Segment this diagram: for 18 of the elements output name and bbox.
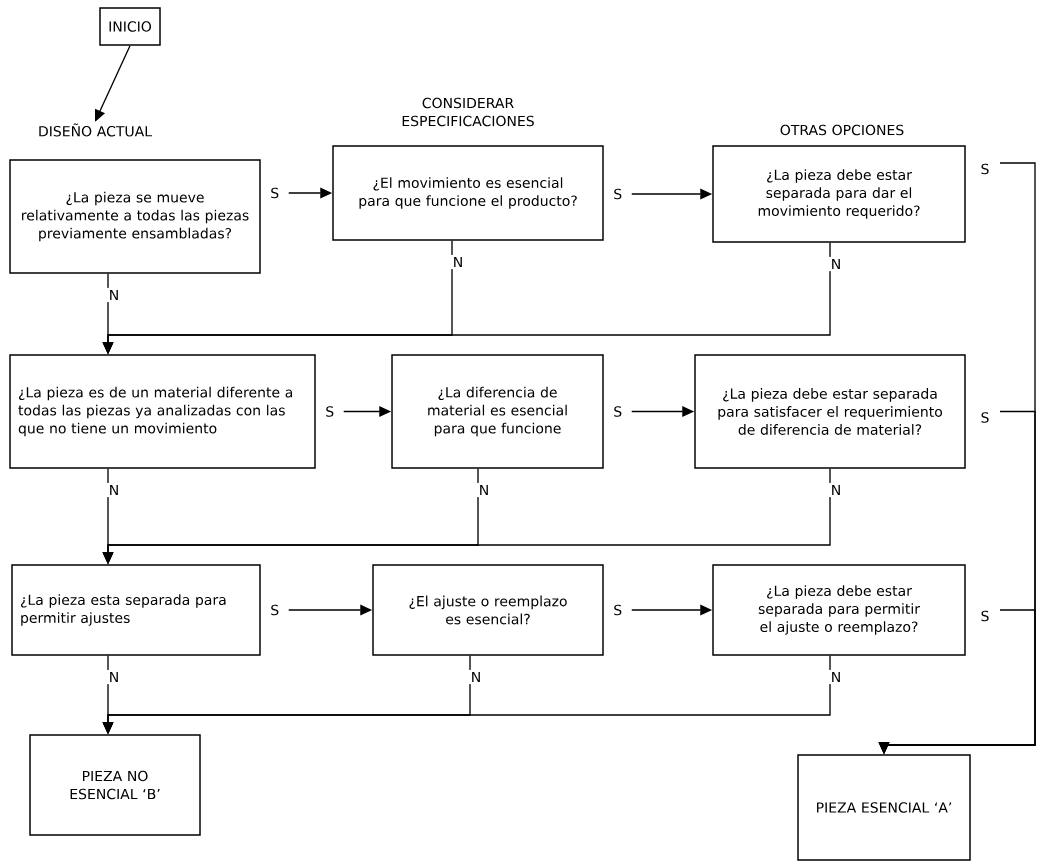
process-box: ¿La pieza debe estar separada para dar el movimiento requerido? [712,145,966,243]
process-box: ¿La pieza debe estar separada para satisfacer el requerimiento de diferencia de material? [694,354,966,469]
edge-label: S [323,404,337,419]
process-box: ¿El ajuste o reemplazo es esencial? [372,564,604,656]
arrow [95,45,131,122]
process-box: PIEZA ESENCIAL ‘A’ [797,754,971,861]
process-box: ¿La pieza debe estar separada para permitir el ajuste o reemplazo? [712,564,966,656]
heading: CONSIDERAR ESPECIFICACIONES [402,97,534,127]
process-box: ¿La pieza es de un material diferente a todas las piezas ya analizadas con las que no tiene un movimiento [9,354,316,469]
process-box: ¿El movimiento es esencial para que funcione el producto? [332,145,604,241]
process-box: PIEZA NO ESENCIAL ‘B’ [29,734,201,836]
process-box: INICIO [99,7,161,46]
heading: OTRAS OPCIONES [780,124,904,136]
process-box: ¿La pieza se mueve relativamente a todas las piezas previamente ensambladas? [9,159,261,274]
process-box: ¿La pieza esta separada para permitir ajustes [11,564,261,656]
process-box: ¿La diferencia de material es esencial para que funcione [391,354,604,469]
heading: DISEÑO ACTUAL [39,123,152,137]
edge-label: S [611,404,625,419]
